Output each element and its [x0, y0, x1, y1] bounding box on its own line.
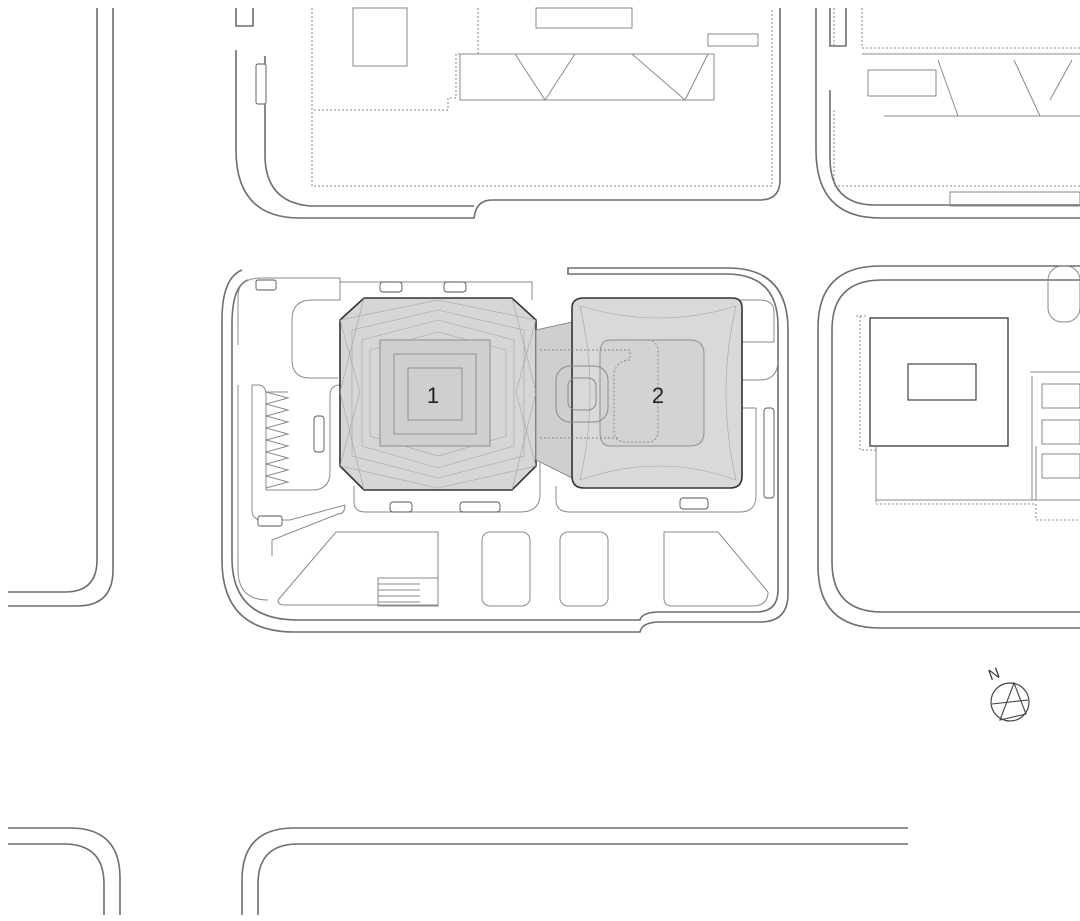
building-2-plaza-ring-inner	[567, 377, 597, 411]
building-2-label: 2	[652, 383, 664, 408]
driveway-west	[237, 385, 269, 601]
north-canopy	[459, 53, 715, 101]
road-north-curb-inner	[264, 56, 474, 207]
zigzag-ramp	[264, 391, 290, 489]
north-building-core	[352, 7, 408, 67]
road-south-curb-2	[257, 843, 908, 915]
road-west-curb-outer	[8, 8, 98, 593]
building-2-court	[599, 339, 705, 447]
road-north-block-curb	[235, 8, 254, 27]
north-arrow: N	[986, 665, 1030, 722]
road-network	[8, 8, 1080, 915]
building-2-plaza-ring	[555, 365, 609, 423]
car	[679, 497, 709, 510]
north-building-core-2	[535, 7, 633, 29]
road-west-curb-inner	[8, 8, 114, 607]
car	[257, 515, 283, 527]
east-building-stepped	[875, 446, 1037, 501]
driveway-east	[740, 299, 775, 343]
island-2	[559, 531, 609, 607]
building-1: 1	[339, 297, 537, 491]
compass-icon	[991, 681, 1029, 721]
car	[389, 501, 413, 513]
driveway-north	[340, 281, 533, 300]
building-2-roof-pattern	[579, 305, 737, 481]
east-building-podium	[856, 315, 1080, 521]
north-arrow-circle	[990, 682, 1030, 722]
building-1-label: 1	[427, 383, 439, 408]
road-south-west-curb-2	[8, 843, 105, 915]
building-2: 2	[540, 297, 743, 489]
road-northeast-curb	[815, 8, 1080, 219]
plaza-southwest	[277, 531, 439, 606]
parked-cars	[255, 63, 775, 527]
road-east-block-curb	[817, 265, 1080, 629]
east-kiosk	[1047, 265, 1080, 323]
northeast-block	[949, 191, 1080, 207]
northeast-building-outline	[861, 8, 1080, 49]
building-1-roof-pattern	[339, 297, 537, 491]
building-2-plaza-outline	[540, 339, 659, 443]
driveway-northwest	[237, 277, 341, 379]
driveway-east-lower	[742, 359, 779, 381]
neighbouring-building-east	[856, 315, 1080, 521]
car	[459, 501, 501, 513]
east-building-wing	[1030, 371, 1080, 501]
northeast-canopy	[862, 53, 1080, 117]
north-building-outline	[311, 8, 479, 111]
northeast-stair	[867, 69, 937, 97]
north-arrow-label: N	[986, 665, 1002, 685]
road-northeast-curb-inner	[829, 8, 847, 47]
neighbouring-buildings-north	[311, 7, 1080, 207]
driveway-south-2	[555, 407, 757, 513]
road-south-curb	[241, 827, 908, 915]
island-1	[481, 531, 531, 607]
road-north-curb	[235, 8, 781, 219]
car	[443, 281, 467, 293]
north-building-podium	[311, 8, 773, 187]
car	[255, 63, 267, 105]
car	[763, 407, 775, 499]
northeast-building-podium	[833, 8, 1080, 187]
plaza-southeast	[663, 531, 769, 607]
east-building-atrium	[907, 363, 977, 401]
driveway-west-ramp	[251, 385, 346, 556]
car	[313, 415, 325, 453]
southwest-stair	[377, 577, 439, 607]
road-east-block-inner	[831, 279, 1080, 613]
link-bridge	[535, 321, 573, 479]
building-1-court-core	[407, 367, 463, 421]
car	[379, 281, 403, 293]
driveway-south	[353, 462, 541, 513]
north-annex	[707, 33, 759, 47]
road-northeast-curb-2	[829, 90, 1080, 206]
site-boundary	[221, 267, 789, 633]
driveway-west-inner	[252, 384, 341, 491]
road-south-west-curb	[8, 827, 121, 915]
car	[255, 279, 277, 291]
